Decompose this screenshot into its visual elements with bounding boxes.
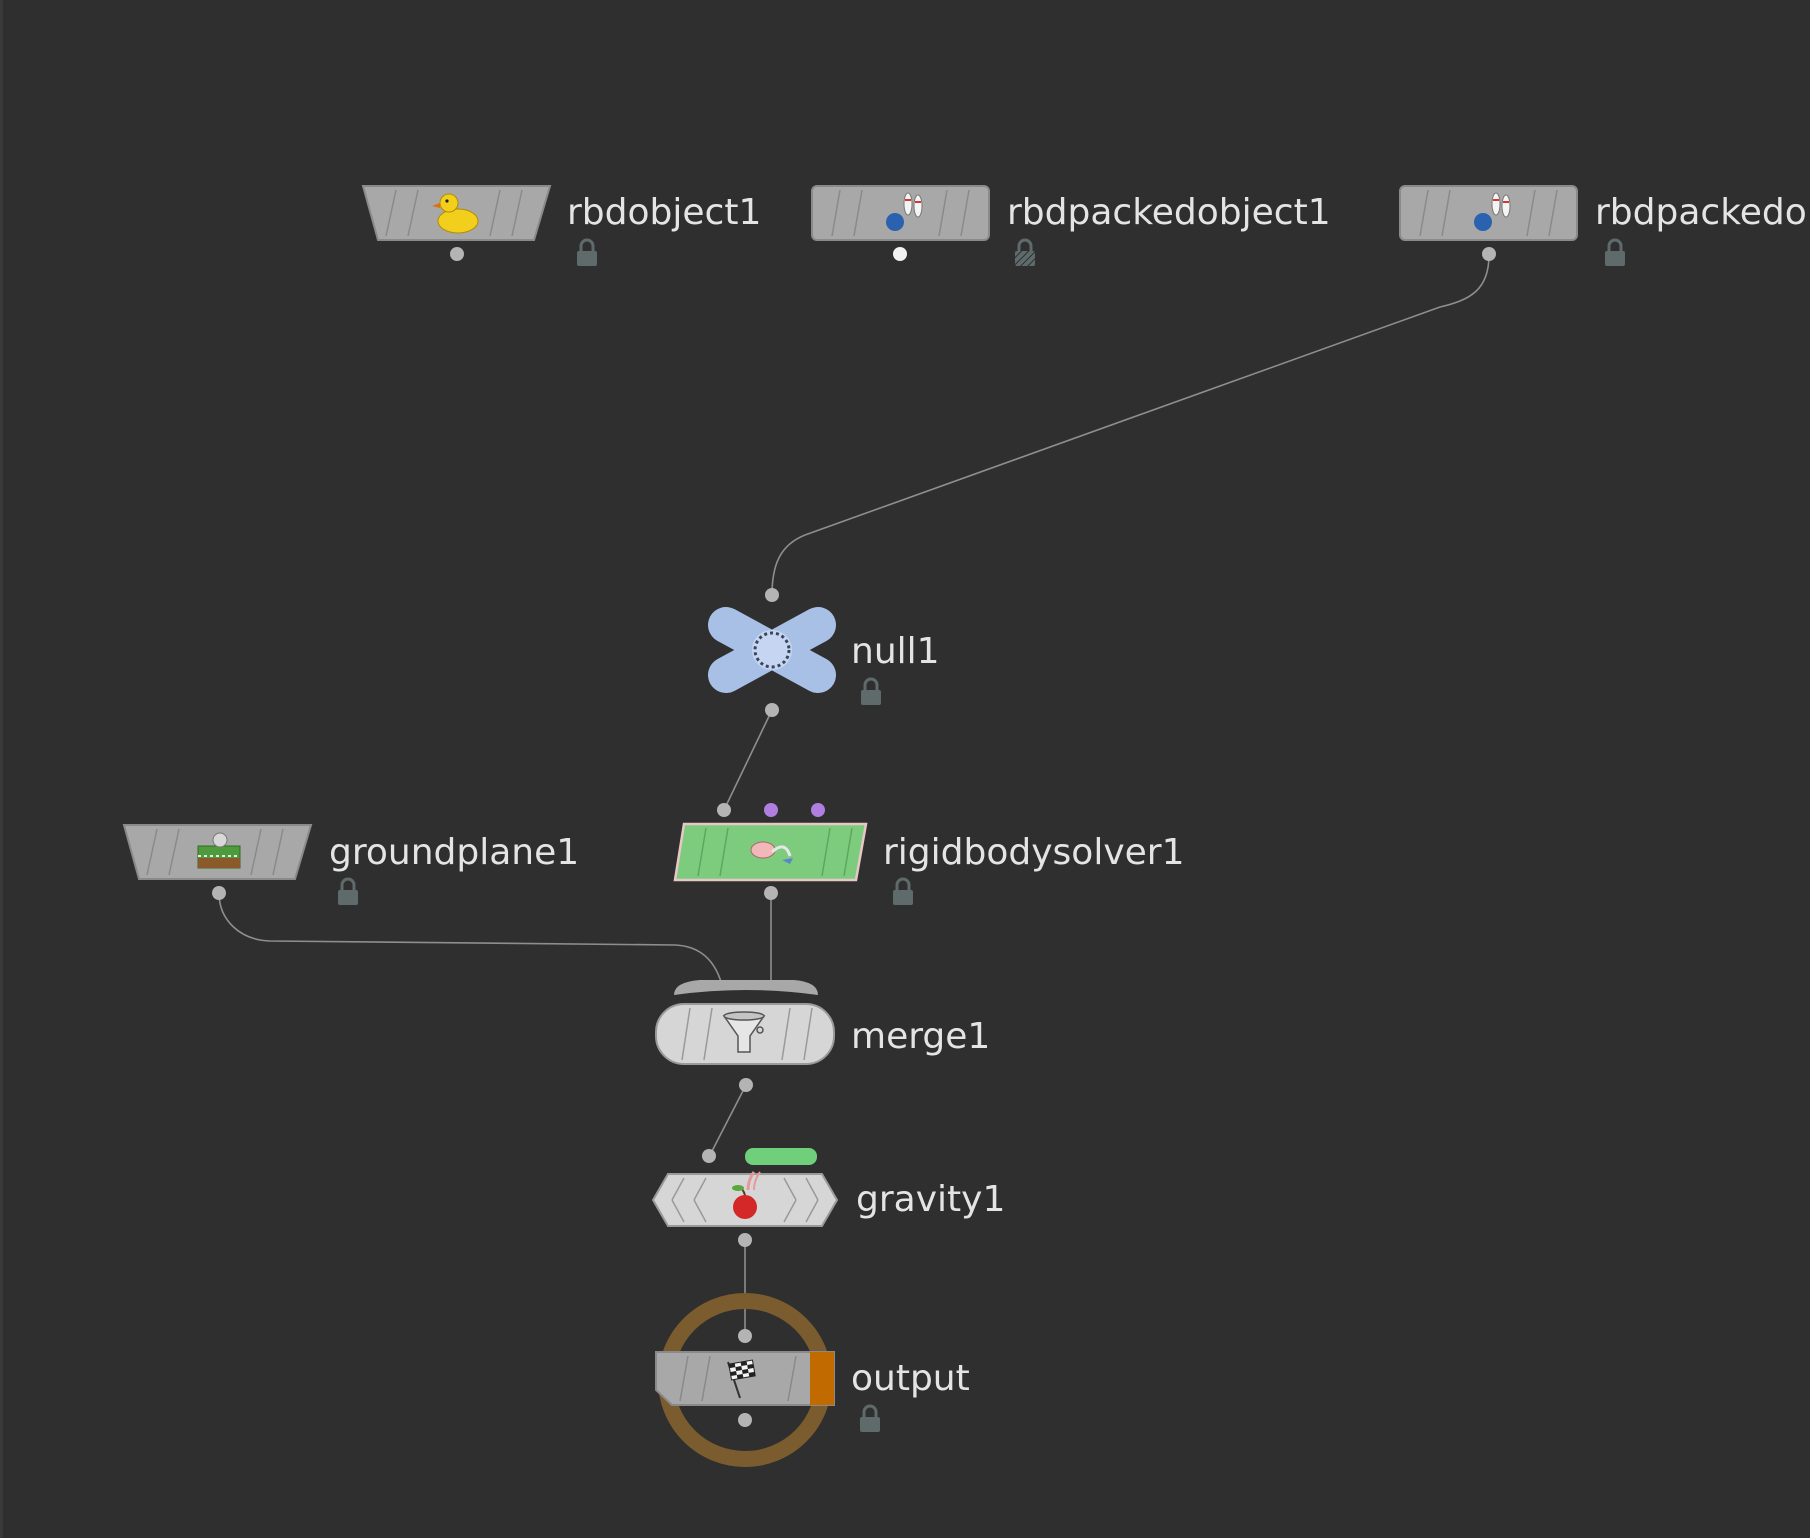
- wire-rbdpackedobject2-to-null1[interactable]: [771, 254, 1490, 596]
- rubber-duck-icon: [432, 193, 479, 234]
- node-output[interactable]: [655, 1293, 835, 1467]
- node-gravity1[interactable]: [651, 1148, 839, 1247]
- output-connector[interactable]: [212, 886, 226, 900]
- node-label-groundplane1[interactable]: groundplane1: [329, 832, 580, 873]
- input-connector[interactable]: [765, 588, 779, 602]
- input-connector[interactable]: [738, 1329, 752, 1343]
- output-connector[interactable]: [738, 1413, 752, 1427]
- lock-icon[interactable]: [336, 877, 360, 907]
- node-groundplane1[interactable]: [122, 824, 313, 900]
- node-rbdpackedobject2[interactable]: [1399, 185, 1578, 261]
- rigid-body-solver-icon: [750, 841, 793, 864]
- merge-input-bar[interactable]: [674, 980, 818, 995]
- wire-merge1-to-gravity1[interactable]: [709, 1084, 747, 1156]
- lock-hatched-icon[interactable]: [1015, 238, 1035, 266]
- output-connector[interactable]: [1482, 247, 1496, 261]
- checkered-flag-icon: [727, 1359, 756, 1399]
- lock-icon[interactable]: [1603, 238, 1627, 268]
- node-label-output[interactable]: output: [851, 1358, 970, 1399]
- node-null1[interactable]: [708, 588, 836, 717]
- ground-plane-icon: [197, 832, 241, 869]
- node-rigidbodysolver1[interactable]: [673, 803, 868, 900]
- apple-gravity-icon: [732, 1171, 761, 1219]
- node-label-rigidbodysolver1[interactable]: rigidbodysolver1: [883, 832, 1185, 873]
- node-label-rbdobject1[interactable]: rbdobject1: [567, 192, 762, 233]
- gravity-status-bar: [745, 1148, 817, 1165]
- output-connector[interactable]: [739, 1078, 753, 1092]
- output-connector[interactable]: [450, 247, 464, 261]
- lock-icon[interactable]: [891, 877, 915, 907]
- output-flag[interactable]: [810, 1352, 834, 1405]
- input-connector[interactable]: [702, 1149, 716, 1163]
- node-label-merge1[interactable]: merge1: [851, 1016, 991, 1057]
- bowling-pins-icon: [886, 192, 923, 231]
- lock-icon[interactable]: [859, 677, 883, 707]
- viewport-left-edge: [0, 0, 3, 1538]
- node-rbdpackedobject1[interactable]: [811, 185, 990, 261]
- node-rbdobject1[interactable]: [361, 185, 552, 261]
- output-connector[interactable]: [893, 247, 907, 261]
- input-connector[interactable]: [811, 803, 825, 817]
- connection-wires: [218, 254, 1490, 1336]
- bowling-pins-icon: [1474, 192, 1511, 231]
- output-connector[interactable]: [765, 703, 779, 717]
- node-merge1[interactable]: [655, 980, 835, 1092]
- wire-null1-to-rigidbodysolver1[interactable]: [723, 709, 773, 811]
- node-label-rbdpackedobject1[interactable]: rbdpackedobject1: [1007, 192, 1331, 233]
- input-connector[interactable]: [717, 803, 731, 817]
- input-connector[interactable]: [764, 803, 778, 817]
- wire-groundplane1-to-merge1[interactable]: [218, 892, 723, 986]
- node-label-gravity1[interactable]: gravity1: [856, 1179, 1006, 1220]
- lock-icon[interactable]: [858, 1404, 882, 1434]
- output-connector[interactable]: [738, 1233, 752, 1247]
- funnel-icon: [722, 1011, 766, 1053]
- lock-icon[interactable]: [575, 238, 599, 268]
- node-label-null1[interactable]: null1: [851, 631, 940, 672]
- null-circle-icon: [752, 630, 792, 670]
- node-label-rbdpackedobject2[interactable]: rbdpackedob: [1595, 192, 1810, 233]
- output-connector[interactable]: [764, 886, 778, 900]
